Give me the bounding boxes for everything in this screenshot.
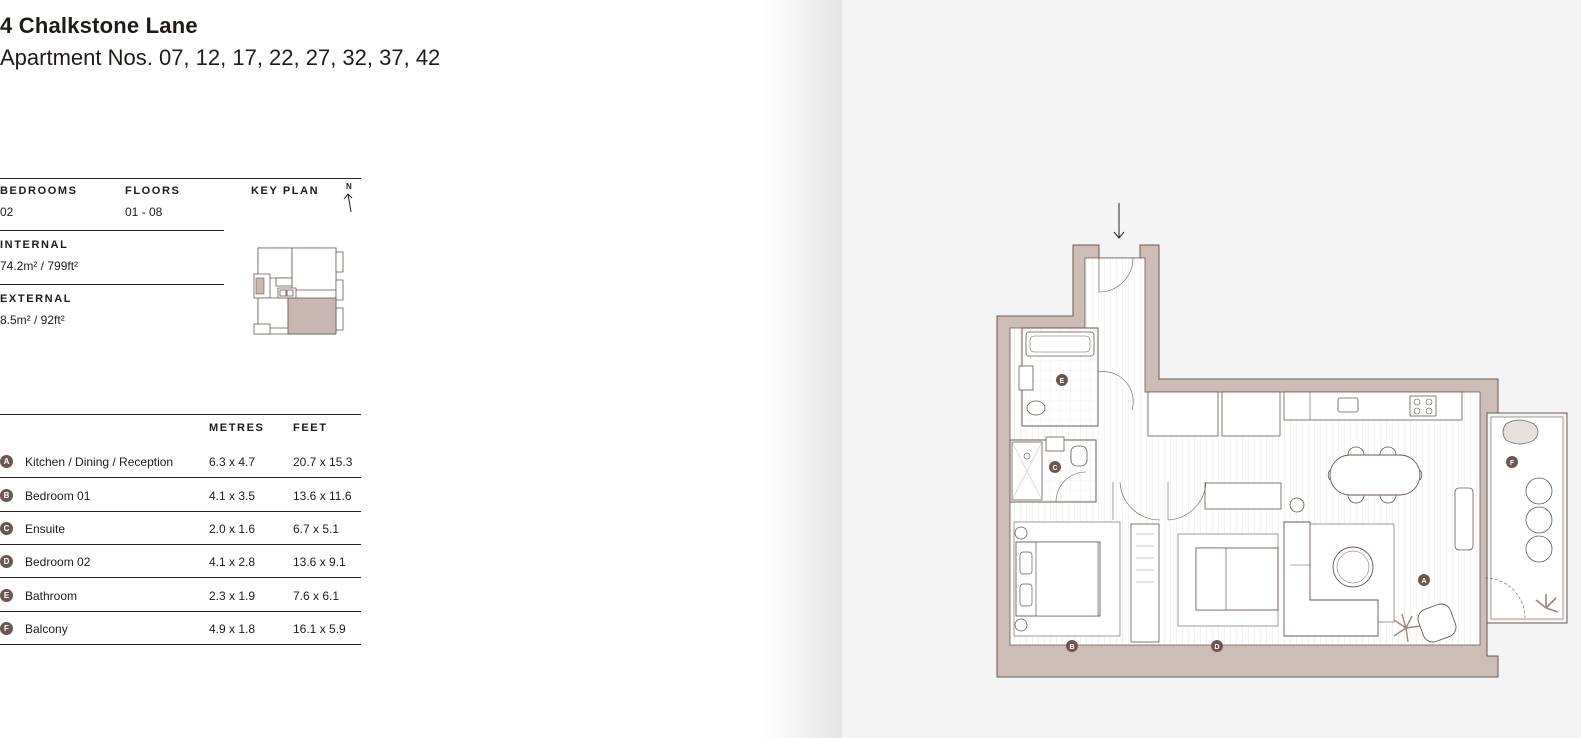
room-marker-b: B	[1069, 644, 1074, 651]
external-label: EXTERNAL	[0, 293, 73, 305]
metres-header: METRES	[209, 422, 265, 434]
room-name: Bedroom 02	[25, 555, 91, 569]
page-fold-shadow	[760, 0, 842, 738]
desk-icon	[1204, 482, 1282, 510]
room-metres: 6.3 x 4.7	[209, 455, 256, 469]
room-feet: 13.6 x 11.6	[293, 489, 352, 503]
floors-label: FLOORS	[125, 185, 181, 197]
left-page: 4 Chalkstone Lane Apartment Nos. 07, 12,…	[0, 0, 790, 738]
room-metres: 2.0 x 1.6	[209, 522, 256, 536]
bathtub-icon	[1025, 331, 1095, 357]
sofa-icon	[1283, 521, 1379, 637]
room-name: Bedroom 01	[25, 489, 91, 503]
bedside-lamp-icon	[1014, 526, 1028, 540]
summary-rule-1	[0, 230, 224, 231]
key-plan-diagram	[253, 247, 344, 335]
row-divider	[0, 577, 361, 578]
north-label: N	[346, 182, 352, 191]
room-feet: 13.6 x 9.1	[293, 555, 346, 569]
row-divider	[0, 544, 361, 545]
bath-toilet-icon	[1026, 400, 1046, 416]
room-feet: 6.7 x 5.1	[293, 522, 340, 536]
plant-icon	[1393, 613, 1421, 643]
page-title: 4 Chalkstone Lane	[0, 13, 198, 38]
room-marker-a: A	[1421, 578, 1426, 585]
double-bed-icon	[1015, 541, 1101, 617]
room-feet: 7.6 x 6.1	[293, 589, 340, 603]
entrance-door-swing	[1098, 257, 1134, 293]
room-name: Ensuite	[25, 522, 66, 536]
key-plan-label: KEY PLAN	[251, 185, 320, 197]
bed-02-icon	[1195, 547, 1279, 611]
table-row: D Bedroom 02 4.1 x 2.8 13.6 x 9.1	[0, 545, 361, 578]
floor-plan: A B C D E F	[996, 203, 1568, 678]
room-marker-d: D	[1214, 644, 1219, 651]
external-value: 8.5m² / 92ft²	[0, 313, 65, 327]
kitchen-sink-icon	[1337, 397, 1359, 413]
balcony-planter-icon	[1502, 419, 1539, 445]
apartment-numbers: Apartment Nos. 07, 12, 17, 22, 27, 32, 3…	[0, 45, 441, 70]
row-divider	[0, 644, 361, 645]
room-metres: 4.1 x 3.5	[209, 489, 256, 503]
room-key-badge: F	[0, 622, 13, 635]
row-divider	[0, 511, 361, 512]
kitchen-cabinet	[1147, 391, 1219, 437]
summary-top-rule	[0, 178, 361, 179]
summary-rule-2	[0, 284, 224, 285]
room-marker-e: E	[1060, 378, 1065, 385]
rooms-top-rule	[0, 414, 361, 415]
bedrooms-value: 02	[0, 205, 14, 219]
bath-basin-icon	[1018, 365, 1034, 391]
table-row: E Bathroom 2.3 x 1.9 7.6 x 6.1	[0, 579, 361, 612]
media-unit-icon	[1454, 487, 1474, 551]
table-row: C Ensuite 2.0 x 1.6 6.7 x 5.1	[0, 512, 361, 545]
bedside-lamp-icon	[1014, 618, 1028, 632]
balcony-chair-icon	[1525, 535, 1553, 563]
room-feet: 20.7 x 15.3	[293, 455, 353, 469]
armchair-icon	[1417, 603, 1457, 643]
key-plan-highlight	[287, 297, 337, 335]
room-key-badge: D	[0, 555, 13, 568]
table-row: A Kitchen / Dining / Reception 6.3 x 4.7…	[0, 445, 361, 478]
right-page: A B C D E F	[842, 0, 1581, 738]
feet-header: FEET	[293, 422, 328, 434]
dining-table-icon	[1327, 446, 1423, 504]
north-arrow-icon: N	[343, 182, 353, 213]
room-key-badge: E	[0, 589, 13, 602]
floors-value: 01 - 08	[125, 205, 163, 219]
room-key-badge: C	[0, 522, 13, 535]
table-row: B Bedroom 01 4.1 x 3.5 13.6 x 11.6	[0, 479, 361, 512]
room-name: Kitchen / Dining / Reception	[25, 455, 174, 469]
hob-icon	[1409, 395, 1437, 417]
floor-lamp-icon	[1289, 497, 1305, 513]
internal-label: INTERNAL	[0, 239, 69, 251]
balcony-chair-icon	[1525, 477, 1553, 505]
entrance-arrow-icon	[1113, 203, 1125, 239]
balcony-table-icon	[1525, 506, 1553, 534]
room-name: Balcony	[25, 622, 68, 636]
table-row: F Balcony 4.9 x 1.8 16.1 x 5.9	[0, 612, 361, 645]
row-divider	[0, 611, 361, 612]
coffee-table-icon	[1332, 546, 1374, 588]
room-metres: 4.1 x 2.8	[209, 555, 256, 569]
kitchen-cabinet	[1221, 391, 1281, 437]
bedrooms-label: BEDROOMS	[0, 185, 78, 197]
internal-value: 74.2m² / 799ft²	[0, 259, 79, 273]
ensuite-toilet-icon	[1070, 445, 1088, 467]
room-feet: 16.1 x 5.9	[293, 622, 346, 636]
balcony-plant-icon	[1535, 594, 1559, 613]
room-key-badge: B	[0, 489, 13, 502]
ensuite-basin-icon	[1045, 436, 1065, 452]
room-name: Bathroom	[25, 589, 78, 603]
row-divider	[0, 477, 361, 478]
room-metres: 2.3 x 1.9	[209, 589, 256, 603]
room-marker-c: C	[1052, 465, 1057, 472]
room-key-badge: A	[0, 455, 13, 468]
room-metres: 4.9 x 1.8	[209, 622, 256, 636]
wardrobe-icon	[1130, 523, 1160, 643]
room-marker-f: F	[1510, 460, 1515, 467]
